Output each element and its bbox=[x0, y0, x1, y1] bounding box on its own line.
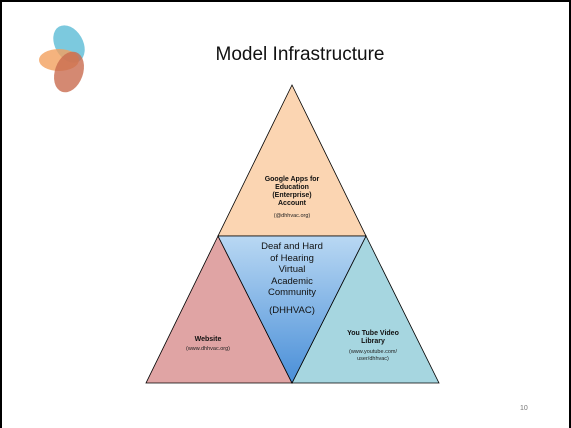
right-title-line-1: You Tube Video bbox=[347, 330, 399, 337]
top-title: Google Apps for Education (Enterprise) A… bbox=[247, 176, 337, 208]
center-line-5: Community bbox=[267, 287, 317, 298]
center-label: Deaf and Hard of Hearing Virtual Academi… bbox=[242, 241, 342, 299]
page-number: 10 bbox=[520, 405, 528, 412]
slide-border-top bbox=[0, 0, 569, 2]
top-title-line-3: (Enterprise) bbox=[272, 192, 312, 199]
logo-icon bbox=[39, 25, 85, 93]
center-line-3: Virtual bbox=[278, 264, 306, 275]
center-line-4: Academic bbox=[271, 275, 313, 287]
top-title-line-1: Google Apps for bbox=[264, 176, 320, 183]
center-abbr: (DHHVAC) bbox=[269, 305, 315, 316]
top-subtitle: (@dhhvac.org) bbox=[273, 213, 311, 219]
slide-title: Model Infrastructure bbox=[215, 44, 385, 65]
top-title-line-2: Education bbox=[275, 184, 309, 191]
slide-border-left bbox=[0, 0, 2, 428]
left-title: Website bbox=[194, 336, 222, 343]
top-title-line-4: Account bbox=[278, 200, 306, 207]
right-subtitle-line-2: user/dhhvac) bbox=[357, 356, 389, 362]
logo-ellipse-red bbox=[54, 51, 84, 93]
right-title: You Tube Video Library bbox=[328, 330, 418, 346]
right-subtitle: (www.youtube.com/ user/dhhvac) bbox=[328, 349, 418, 363]
center-line-1: Deaf and Hard bbox=[261, 241, 323, 252]
center-line-2: of Hearing bbox=[270, 252, 314, 264]
left-subtitle: (www.dhhvac.org) bbox=[185, 346, 231, 352]
slide-border-right bbox=[569, 0, 571, 428]
right-title-line-2: Library bbox=[361, 338, 385, 345]
center-triangle bbox=[217, 235, 367, 384]
right-subtitle-line-1: (www.youtube.com/ bbox=[349, 349, 397, 355]
